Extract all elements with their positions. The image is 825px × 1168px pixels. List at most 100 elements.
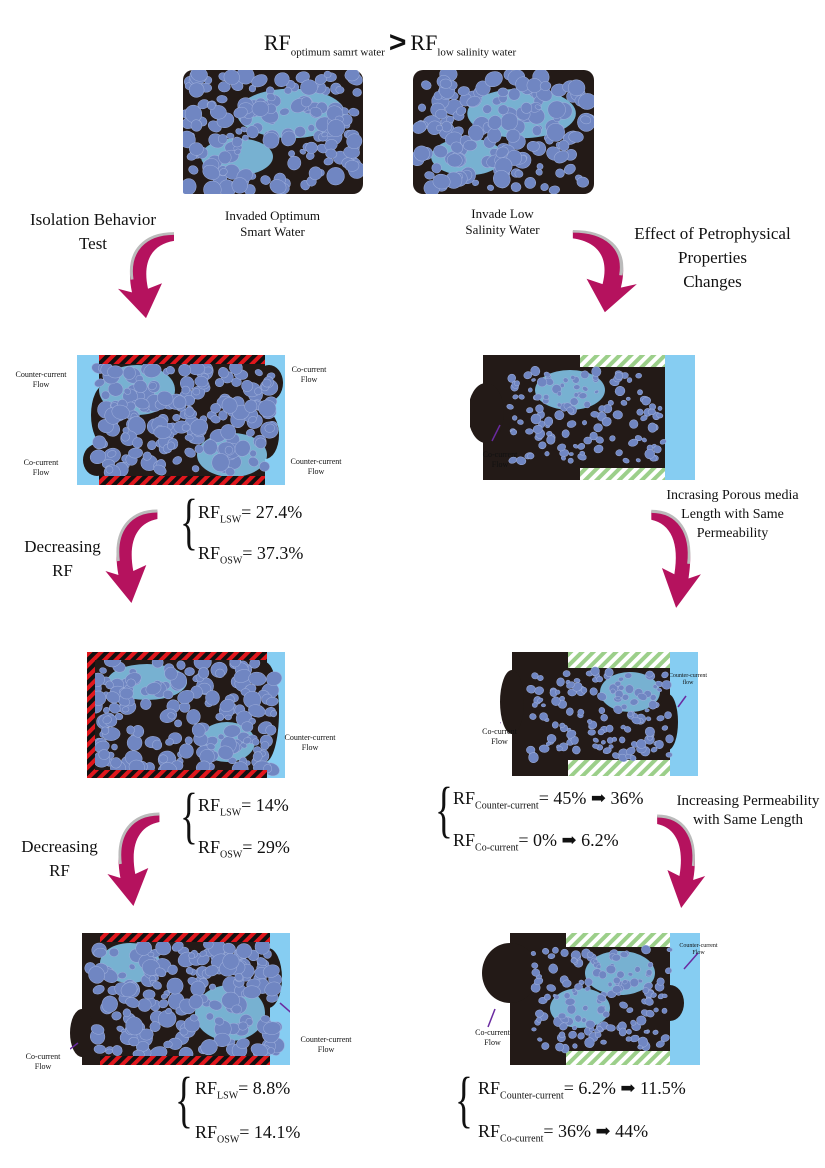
grain [526,140,540,152]
grain [227,757,237,764]
grain [572,745,581,755]
grain [262,964,280,978]
grain [210,403,221,414]
grain [614,372,624,380]
grain [536,377,548,388]
grain [413,145,430,162]
grain [557,443,566,452]
grain [108,702,121,714]
grain [103,706,110,714]
grain [592,737,599,743]
grain [618,1027,627,1037]
grain [604,667,614,677]
grain [143,363,162,378]
grain [457,86,470,96]
grain [139,1028,154,1041]
grain [665,752,673,758]
grain [582,386,589,392]
grain [543,394,550,400]
grain [249,449,257,458]
grain [602,1010,610,1018]
grain [562,670,571,678]
grain [589,687,598,696]
petrophysical-panel-3 [470,933,700,1065]
grain [605,964,617,975]
grain [231,177,248,194]
grain [645,969,653,976]
grain [178,364,192,377]
grain [589,431,598,441]
grain [92,435,107,450]
grain [640,415,648,422]
grain [543,371,551,378]
grain [636,408,644,416]
grain [592,743,599,749]
grain [598,970,607,980]
grain [587,719,593,724]
grain [202,439,218,456]
grain [236,943,252,959]
grain [186,709,201,725]
grain [167,441,175,451]
grain [562,377,569,383]
grain [93,947,107,958]
grain [192,388,201,396]
grain [644,708,650,713]
grain [120,982,138,998]
grain [641,396,652,406]
grain [101,726,110,735]
grain [184,447,196,458]
grain [435,108,448,120]
rf-co-current-3: RFCo-current= 36% ➡ 44% [478,1121,649,1145]
grain [570,736,579,745]
grain [584,986,591,992]
grain [218,367,229,379]
grain [567,79,586,96]
grain [188,165,199,175]
grain [167,964,178,975]
grain [655,1040,665,1048]
grain [158,999,169,1009]
grain [538,441,547,450]
grain [223,724,241,738]
grain [205,690,220,706]
oil-blob [658,694,678,750]
grain [445,115,455,124]
grain [664,711,672,719]
grain [236,1038,250,1049]
grain [505,129,521,143]
grain [248,671,267,686]
grain [248,416,257,424]
grain [641,437,647,443]
grain [598,405,606,412]
grain [264,423,275,433]
grain [218,81,231,93]
grain [252,751,263,762]
rf-label: RF [410,30,438,55]
grain [207,101,216,111]
grain [305,141,318,154]
grain [544,451,550,457]
grain [93,1044,106,1054]
grain [619,951,629,958]
grain [152,981,162,990]
grain [203,180,222,194]
grain [530,983,541,993]
curved-arrow-icon [98,505,163,605]
grain [566,407,575,414]
grain [88,966,105,984]
grain [620,400,628,406]
grain [528,752,539,763]
grain [348,107,360,117]
grain [627,711,634,717]
grain [553,994,560,1000]
grain [413,120,427,134]
grain [325,148,338,159]
grain [181,423,191,432]
grain [508,88,521,101]
grain [629,419,639,429]
grain [650,992,657,998]
